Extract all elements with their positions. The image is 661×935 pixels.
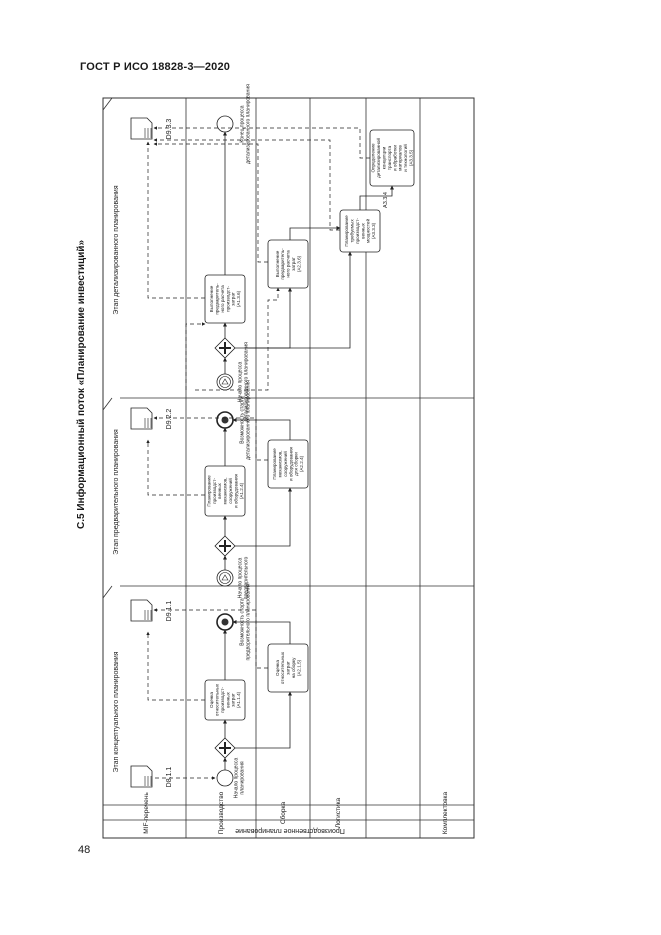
svg-text:D9.2.2: D9.2.2 <box>166 409 173 430</box>
task-label-line: (A1.2.4) <box>239 482 244 499</box>
task-label-line: венных <box>360 222 365 238</box>
task-label-line: Оценка <box>275 660 280 676</box>
task-label-a236: Выполнениепредваритель-ного расчетазатра… <box>275 248 302 280</box>
task-label-a335: Определениедетализированнойконцепциитран… <box>371 138 414 178</box>
annotation-a334: A3.3.4 <box>383 192 389 208</box>
task-label-line: и обработки <box>392 145 397 171</box>
task-label-a114: Оценкаотносительныхпроизводст-венныхзатр… <box>209 683 241 716</box>
svg-text:Конец процессадетализированног: Конец процессадетализированного планиров… <box>240 84 252 164</box>
task-label-line: Планирование <box>344 215 349 247</box>
start-event-prelim: Начало процессапредварительного <box>216 557 250 600</box>
task-label-line: Планирование <box>272 448 277 480</box>
task-label-line: мощностей <box>365 219 371 243</box>
task-label-line: концепции <box>382 146 387 169</box>
task-label-line: (A3.3.5) <box>409 149 414 166</box>
task-label-line: венных <box>225 691 230 707</box>
task-labels: Оценкаотносительныхпроизводст-венныхзатр… <box>206 138 413 716</box>
lane-label-kitting: Комплектовка <box>442 791 449 834</box>
task-label-a333: Планированиетребуемыхпроизводст-венныхмо… <box>344 215 376 247</box>
document-header: ГОСТ Р ИСО 18828-3—2020 <box>80 61 231 73</box>
task-label-line: для сборки <box>294 452 299 476</box>
svg-text:D9.1.1: D9.1.1 <box>166 601 173 622</box>
task-label-line: Выполнение <box>209 285 214 312</box>
task-label-line: затрат <box>286 660 291 675</box>
task-label-a215: Оценкаотносительныхзатратна сборку(A2.1.… <box>275 651 302 684</box>
task-label-a224: Планированиемеханизмов,сооруженийи обору… <box>272 446 304 481</box>
stage-dividers <box>102 97 474 599</box>
document-d922: D9.2.2 <box>130 407 173 430</box>
task-label-line: производст- <box>355 218 360 244</box>
task-label-line: механизмов, <box>278 450 283 477</box>
task-label-line: на сборку <box>291 657 296 678</box>
task-label-line: относительных <box>215 683 220 716</box>
svg-text:D8.1.1: D8.1.1 <box>166 767 173 788</box>
task-label-line: Определение <box>371 143 376 172</box>
task-label-line: (A1.1.4) <box>236 691 241 708</box>
task-label-line: предваритель- <box>280 248 285 280</box>
stage-title-concept: Этап концептуального планирования <box>113 651 120 772</box>
lane-label-assembly: Сборка <box>279 801 287 824</box>
task-label-line: затрат <box>231 692 236 707</box>
task-label-line: предваритель- <box>215 283 220 315</box>
document-d933: D9.3.3 <box>130 117 173 140</box>
task-label-line: детализированной <box>375 138 381 178</box>
task-label-line: относительных <box>280 651 285 684</box>
parallel-gateway-concept <box>214 737 236 759</box>
svg-text:Начало процессапланирования: Начало процессапланирования <box>234 758 246 799</box>
task-label-line: сооружений <box>227 478 233 504</box>
data-associations <box>146 126 370 780</box>
task-label-line: ного расчета <box>286 250 291 278</box>
document-d811: D8.1.1 <box>130 765 173 788</box>
svg-text:Начало процессапредварительног: Начало процессапредварительного <box>238 557 250 600</box>
task-label-line: производст- <box>212 478 217 504</box>
header-strips <box>103 804 474 821</box>
task-label-line: (A2.1.5) <box>296 659 301 676</box>
sequence-flows <box>223 131 394 770</box>
task-label-line: (A1.3.6) <box>236 290 241 307</box>
task-label-line: требуемых <box>350 219 355 243</box>
task-label-line: затрат <box>231 291 236 306</box>
task-label-line: Планирование <box>206 475 211 507</box>
lane-label-logistics: Логистика <box>335 797 342 828</box>
parallel-gateway-detail <box>214 337 236 359</box>
task-label-line: (A2.3.6) <box>296 255 301 272</box>
task-label-line: механизмов, <box>223 477 228 504</box>
task-label-line: венных <box>217 482 222 498</box>
task-label-line: ного расчета <box>220 285 225 313</box>
task-label-line: материалов <box>398 145 403 171</box>
task-label-line: и оборудования <box>288 446 293 481</box>
task-label-line: Оценка <box>209 692 214 708</box>
svg-text:D9.3.3: D9.3.3 <box>166 119 173 140</box>
task-label-line: производст- <box>220 687 225 713</box>
task-label-line: производст- <box>225 286 230 312</box>
document-d911: D9.1.1 <box>130 599 173 622</box>
task-label-line: затрат <box>291 256 296 271</box>
task-label-line: и технологий <box>402 144 408 172</box>
page-number: 48 <box>78 844 91 856</box>
task-label-line: и оборудования <box>233 473 238 508</box>
task-label-a124: Планированиепроизводст-венныхмеханизмов,… <box>206 473 243 508</box>
stage-title-detail: Этап детализированного планирования <box>113 185 120 314</box>
lane-label-production: Производство <box>218 791 225 834</box>
parallel-gateway-prelim <box>214 535 236 557</box>
task-label-line: (A2.2.4) <box>299 455 304 472</box>
svg-text:Начало процессадетализированно: Начало процессадетализированного планиро… <box>238 342 250 422</box>
end-event-detail: Конец процессадетализированного планиров… <box>216 84 252 164</box>
pool-label: Производственное планирование <box>235 827 345 834</box>
task-label-line: транспорта <box>387 145 392 170</box>
stage-title-prelim: Этап предварительного планирования <box>113 429 120 555</box>
task-label-line: Выполнение <box>275 250 280 277</box>
task-label-a136: Выполнениепредваритель-ного расчетапроиз… <box>209 283 241 315</box>
lane-label-mif: MIF-перечень <box>143 792 150 834</box>
task-label-line: (A3.3.3) <box>371 222 376 239</box>
task-label-line: сооружений <box>282 451 288 477</box>
